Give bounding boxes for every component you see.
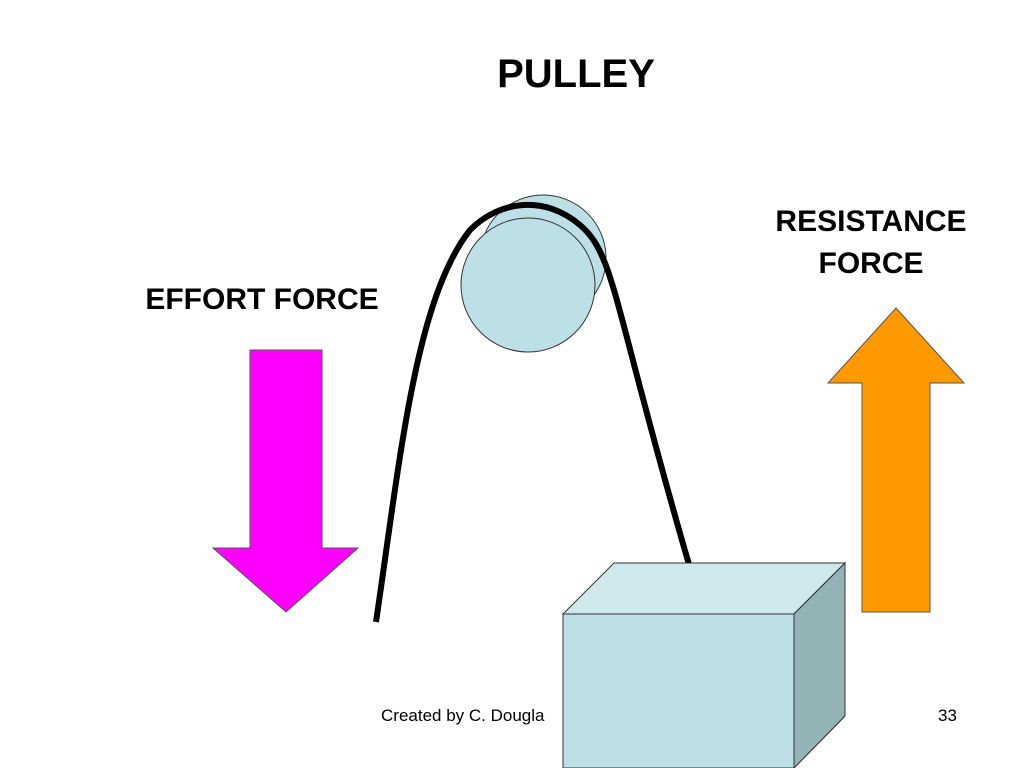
load-box	[561, 561, 847, 768]
resistance-label-line1: RESISTANCE	[775, 205, 967, 238]
page-number: 33	[938, 706, 957, 725]
rope	[373, 202, 693, 623]
footer-credit: Created by C. Dougla	[381, 706, 545, 725]
resistance-force-label: RESISTANCE FORCE	[756, 201, 986, 285]
resistance-label-line2: FORCE	[818, 247, 924, 280]
effort-force-label: EFFORT FORCE	[145, 283, 379, 316]
effort-arrow-icon	[211, 349, 360, 613]
slide-title: PULLEY	[497, 52, 655, 96]
resistance-arrow-icon	[826, 307, 966, 613]
